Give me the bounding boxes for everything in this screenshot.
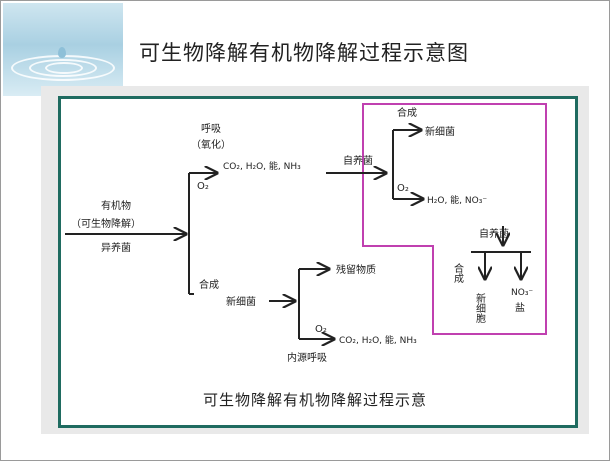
synthesis-vertical: 合成 bbox=[452, 262, 464, 284]
products-lower: CO₂, H₂O, 能, NH₃ bbox=[339, 334, 417, 346]
autotroph-right: 自养菌 bbox=[479, 227, 509, 240]
new-cells-lower: 新细菌 bbox=[226, 295, 256, 308]
input-label-1: 有机物 bbox=[101, 199, 131, 212]
input-label-2: （可生物降解） bbox=[71, 217, 141, 230]
slide-title: 可生物降解有机物降解过程示意图 bbox=[139, 41, 469, 65]
respiration-sub: （氧化） bbox=[191, 138, 231, 151]
synthesis-lower: 合成 bbox=[199, 278, 219, 291]
nitrate-salt-top: NO₃⁻ bbox=[511, 288, 533, 298]
synthesis-upper: 合成 bbox=[397, 106, 417, 119]
products-upper: CO₂, H₂O, 能, NH₃ bbox=[223, 160, 301, 172]
residue-label: 残留物质 bbox=[336, 263, 376, 276]
endogenous-label: 内源呼吸 bbox=[287, 351, 327, 364]
o2-upper: O₂ bbox=[197, 181, 209, 192]
input-label-3: 异养菌 bbox=[101, 241, 131, 254]
new-cells-vertical: 新细胞 bbox=[474, 292, 486, 324]
water-drop-logo bbox=[3, 3, 123, 96]
autotroph-upper: 自养菌 bbox=[343, 154, 373, 167]
diagram-caption: 可生物降解有机物降解过程示意 bbox=[203, 391, 427, 409]
o2-right: O₂ bbox=[397, 183, 409, 194]
respiration-label: 呼吸 bbox=[201, 123, 221, 135]
autotroph-highlight-box bbox=[362, 103, 547, 335]
nitrate-salt-bottom: 盐 bbox=[515, 301, 525, 314]
products-right: H₂O, 能, NO₃⁻ bbox=[427, 194, 487, 206]
new-cells-upper: 新细菌 bbox=[425, 125, 455, 138]
o2-lower: O₂ bbox=[315, 324, 327, 335]
